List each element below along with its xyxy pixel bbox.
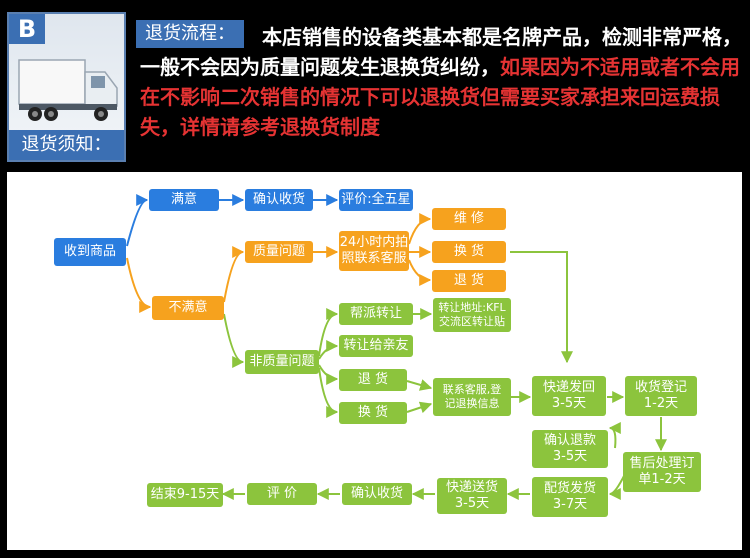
flow-connectors — [126, 194, 667, 500]
satisfied-node: 满意 — [149, 189, 219, 211]
confirm-receipt-top-node: 确认收货 — [245, 189, 313, 211]
transfer-to-friend-node: 转让给亲友 — [339, 335, 413, 357]
return-process-tag: 退货流程： — [136, 20, 244, 48]
return-notice-label: 退货须知： — [9, 130, 124, 160]
after-sales-node: 售后处理订 单1-2天 — [623, 452, 701, 492]
contact-service-register-node: 联系客服,登 记退换信息 — [433, 378, 511, 416]
receive-register-label: 收货登记 1-2天 — [634, 380, 687, 411]
repair-node: 维 修 — [432, 208, 506, 230]
policy-normal-text: 本店销售的设备类基本都是名牌产品，检测非常严格，一般不会因为质量问题发生退换货纠… — [140, 25, 742, 79]
receive-register-node: 收货登记 1-2天 — [625, 376, 697, 416]
truck-panel: B 退货须知： — [7, 12, 126, 162]
truck-icon — [18, 59, 118, 121]
exchange-mid-node: 换 货 — [339, 402, 407, 424]
confirm-refund-node: 确认退款 3-5天 — [532, 430, 608, 468]
contact-24h-label: 24小时内拍 照联系客服 — [339, 235, 409, 266]
return-mid-node: 退 货 — [339, 369, 407, 391]
contact-service-register-label: 联系客服,登 记退换信息 — [442, 383, 502, 410]
header: B 退货须知： 退货流程： 本店销售的设备类基本都是名牌产品，检测非常严格，一般… — [0, 0, 750, 170]
quality-issue-node: 质量问题 — [245, 241, 313, 263]
transfer-address-node: 转让地址:KFL 交流区转让贴 — [433, 298, 511, 332]
non-quality-issue-node: 非质量问题 — [245, 350, 319, 374]
section-badge: B — [9, 14, 45, 44]
express-delivery-node: 快递送货 3-5天 — [437, 478, 507, 514]
finish-node: 结束9-15天 — [147, 483, 223, 507]
transfer-address-label: 转让地址:KFL 交流区转让贴 — [438, 301, 506, 328]
confirm-receipt-bottom-node: 确认收货 — [342, 483, 412, 505]
flowchart: 收到商品 满意 确认收货 评价:全五星 不满意 质量问题 24小时内拍 照联系客… — [7, 172, 742, 550]
rate-five-star-node: 评价:全五星 — [339, 189, 413, 211]
express-return-label: 快递发回 3-5天 — [542, 380, 595, 411]
exchange-top-node: 换 货 — [432, 241, 506, 263]
contact-24h-node: 24小时内拍 照联系客服 — [339, 231, 409, 271]
dispatch-label: 配货发货 3-7天 — [543, 481, 596, 512]
express-return-node: 快递发回 3-5天 — [532, 376, 606, 416]
policy-highlight-text: 如果因为不适用或者不会用在不影响二次销售的情况下可以退换货但需要买家承担来回运费… — [140, 55, 740, 139]
after-sales-label: 售后处理订 单1-2天 — [629, 456, 695, 487]
rate-node: 评 价 — [247, 483, 317, 505]
confirm-refund-label: 确认退款 3-5天 — [543, 433, 596, 464]
dispatch-node: 配货发货 3-7天 — [532, 477, 608, 517]
return-top-node: 退 货 — [432, 270, 506, 292]
express-delivery-label: 快递送货 3-5天 — [445, 480, 498, 511]
unsatisfied-node: 不满意 — [152, 296, 224, 320]
return-policy-text: 本店销售的设备类基本都是名牌产品，检测非常严格，一般不会因为质量问题发生退换货纠… — [140, 22, 745, 142]
received-goods-node: 收到商品 — [54, 238, 126, 266]
help-transfer-node: 帮派转让 — [339, 303, 413, 325]
